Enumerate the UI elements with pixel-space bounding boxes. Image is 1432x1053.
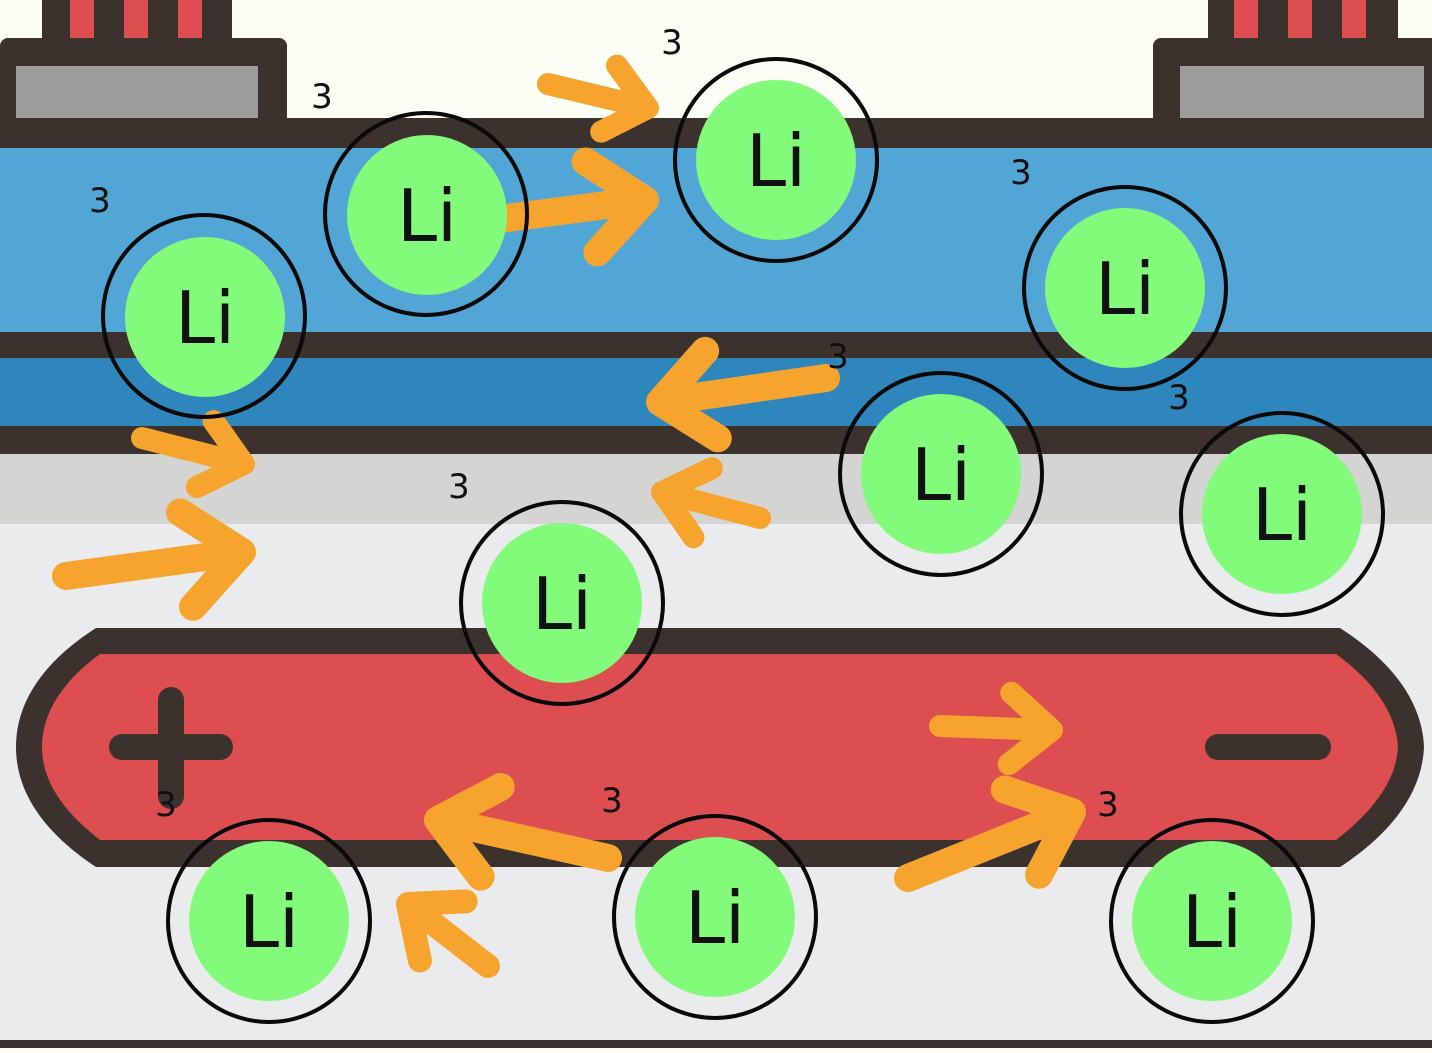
ion-fill — [635, 837, 795, 997]
li-ion: Li 3 — [155, 785, 372, 1024]
ion-label: Li — [239, 880, 299, 964]
ion-label: Li — [746, 119, 806, 203]
ion-ring — [101, 213, 307, 419]
ion-charge: 3 — [155, 785, 177, 825]
arrow-shaft — [429, 807, 622, 872]
arrow-icon — [537, 54, 659, 143]
ion-ring — [838, 371, 1044, 577]
arrow-icon — [396, 889, 500, 978]
li-ion: Li 3 — [601, 781, 818, 1020]
arrow-shaft — [651, 364, 840, 416]
ion-charge: 3 — [827, 337, 849, 377]
arrow-icon — [52, 498, 256, 621]
li-ion: Li 3 — [1168, 378, 1385, 617]
arrow-head — [424, 772, 515, 891]
arrow-shaft — [894, 800, 1081, 892]
arrow-icon — [424, 772, 622, 891]
arrow-icon — [646, 336, 840, 453]
arrow-shaft — [929, 715, 1057, 741]
ion-fill — [125, 237, 285, 397]
ion-label: Li — [1252, 473, 1312, 557]
ion-ring — [1022, 185, 1228, 391]
arrow-shaft — [656, 482, 771, 529]
arrow-icon — [929, 681, 1063, 776]
ion-ring — [166, 818, 372, 1024]
ion-charge: 3 — [311, 77, 333, 117]
ion-charge: 3 — [1168, 378, 1190, 418]
plus-icon — [109, 687, 233, 809]
ion-ring — [323, 111, 529, 317]
ion-charge: 3 — [89, 181, 111, 221]
li-ion: Li 3 — [827, 337, 1044, 577]
ion-charge: 3 — [661, 23, 683, 63]
li-ion: Li 3 — [311, 77, 529, 317]
ion-ring — [673, 57, 879, 263]
arrow-icon — [894, 775, 1086, 892]
li-ion: Li 3 — [1010, 153, 1228, 391]
ion-charge: 3 — [448, 467, 470, 507]
ion-charge: 3 — [1097, 785, 1119, 825]
ion-label: Li — [911, 433, 971, 517]
li-ion: Li 3 — [448, 467, 665, 706]
arrow-icon — [131, 410, 255, 499]
ion-label: Li — [685, 876, 745, 960]
right-terminal — [1153, 0, 1432, 130]
ion-fill — [1202, 434, 1362, 594]
bottom-edge — [0, 1040, 1432, 1048]
arrow-shaft — [537, 73, 654, 118]
ion-label: Li — [1182, 880, 1242, 964]
arrow-head — [990, 775, 1086, 889]
ion-charge: 3 — [1010, 153, 1032, 193]
arrow-head — [185, 410, 255, 499]
arrow-head — [590, 54, 659, 143]
ion-fill — [347, 135, 507, 295]
ion-fill — [189, 841, 349, 1001]
ion-label: Li — [532, 562, 592, 646]
arrow-icon — [651, 457, 771, 549]
ion-ring — [1179, 411, 1385, 617]
ion-fill — [696, 80, 856, 240]
li-ion: Li 3 — [89, 181, 307, 419]
left-terminal — [0, 0, 287, 130]
li-ion: Li 3 — [1097, 785, 1315, 1024]
ion-label: Li — [397, 174, 457, 258]
arrow-head — [651, 457, 723, 549]
arrow-shaft — [52, 538, 251, 590]
ion-fill — [1132, 841, 1292, 1001]
arrow-shaft — [400, 895, 500, 978]
ion-ring — [612, 814, 818, 1020]
ion-fill — [482, 523, 642, 683]
li-ion: Li 3 — [661, 23, 879, 263]
arrow-shaft — [131, 427, 250, 474]
arrow-head — [571, 147, 659, 267]
arrow-head — [396, 889, 478, 973]
arrow-head — [166, 498, 256, 621]
ion-ring — [1109, 818, 1315, 1024]
cell-body — [42, 654, 1398, 840]
arrow-head — [997, 681, 1063, 776]
ion-fill — [1045, 208, 1205, 368]
ion-charge: 3 — [601, 781, 623, 821]
ion-label: Li — [175, 276, 235, 360]
ion-label: Li — [1095, 247, 1155, 331]
ion-ring — [459, 500, 665, 706]
arrow-head — [646, 336, 732, 453]
ion-fill — [861, 394, 1021, 554]
